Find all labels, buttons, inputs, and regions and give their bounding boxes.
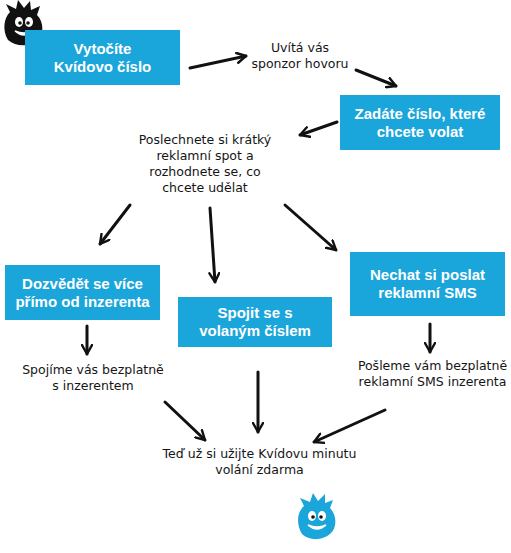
process-box: Vytočíte Kvídovo číslo xyxy=(25,30,180,85)
flow-arrow xyxy=(190,56,246,68)
box-text: Zadáte číslo, které chcete volat xyxy=(349,105,491,141)
mascot-body xyxy=(298,493,335,539)
mascot-eye xyxy=(25,17,33,27)
flow-arrow xyxy=(356,70,396,86)
mascot-smile xyxy=(308,525,326,529)
mascot-eye xyxy=(15,17,23,27)
flow-arrow xyxy=(257,372,260,432)
step-note: Uvítá vás sponzor hovoru xyxy=(248,40,352,72)
mascot-pupil xyxy=(26,21,30,25)
flow-arrow xyxy=(429,324,432,352)
flow-arrow xyxy=(314,410,385,442)
process-box: Dozvědět se více přímo od inzerenta xyxy=(5,265,160,320)
flow-arrow xyxy=(165,402,205,440)
mascot-pupil xyxy=(311,515,315,519)
box-text: Nechat si poslat reklamní SMS xyxy=(362,266,494,302)
mascot-eye xyxy=(318,511,326,521)
flow-arrow xyxy=(86,326,89,354)
step-note: Teď už si užijte Kvídovu minutu volání z… xyxy=(162,446,357,478)
flow-arrow xyxy=(100,205,130,244)
step-note: Pošleme vám bezplatně reklamní SMS inzer… xyxy=(350,358,511,390)
step-note: Poslechnete si krátký reklamní spot a ro… xyxy=(135,132,275,196)
step-note: Spojíme vás bezplatně s inzerentem xyxy=(18,362,168,394)
box-text: Spojit se s volaným číslem xyxy=(189,304,321,340)
process-box: Spojit se s volaným číslem xyxy=(178,297,332,347)
flow-arrow xyxy=(210,208,215,282)
mascot-blue xyxy=(298,493,335,539)
mascot-pupil xyxy=(18,21,22,25)
box-text: Vytočíte Kvídovo číslo xyxy=(43,40,163,76)
box-text: Dozvědět se více přímo od inzerenta xyxy=(10,275,155,311)
mascot-pupil xyxy=(319,515,323,519)
flow-arrow xyxy=(300,122,337,135)
flow-arrow xyxy=(285,205,336,250)
process-box: Nechat si poslat reklamní SMS xyxy=(350,252,505,316)
mascot-eye xyxy=(308,511,316,521)
process-box: Zadáte číslo, které chcete volat xyxy=(340,95,500,150)
